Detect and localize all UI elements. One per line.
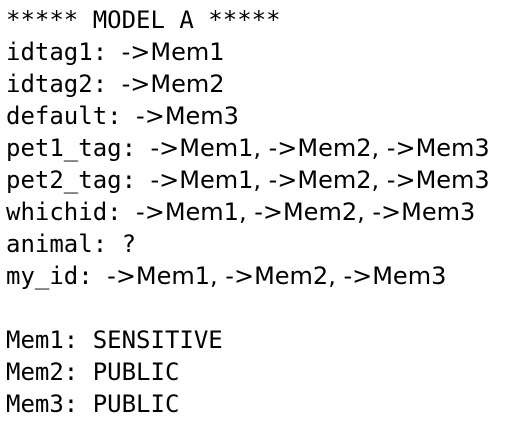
binding-line-pet2-tag: pet2_tag: ->Mem1, ->Mem2, ->Mem3 [6,164,526,196]
binding-value: ->Mem1, ->Mem2, ->Mem3 [150,134,490,162]
binding-line-animal: animal: ? [6,228,526,260]
binding-key: idtag2: [6,70,122,98]
model-document: ***** MODEL A ***** idtag1: ->Mem1 idtag… [6,4,526,420]
memory-key: Mem1: [6,326,93,354]
binding-value: ? [121,230,137,258]
binding-value: ->Mem1 [121,38,225,66]
binding-line-idtag1: idtag1: ->Mem1 [6,36,526,68]
blank-line [6,292,526,324]
binding-key: my_id: [6,262,108,290]
binding-key: pet1_tag: [6,134,151,162]
binding-value: ->Mem1, ->Mem2, ->Mem3 [107,262,447,290]
model-title: ***** MODEL A ***** [6,6,281,34]
binding-key: idtag1: [6,38,122,66]
memory-line-mem2: Mem2: PUBLIC [6,356,526,388]
memory-line-mem1: Mem1: SENSITIVE [6,324,526,356]
binding-line-whichid: whichid: ->Mem1, ->Mem2, ->Mem3 [6,196,526,228]
memory-line-mem3: Mem3: PUBLIC [6,388,526,420]
binding-value: ->Mem1, ->Mem2, ->Mem3 [150,166,490,194]
memory-key: Mem3: [6,390,93,418]
binding-value: ->Mem1, ->Mem2, ->Mem3 [136,198,476,226]
memory-value: PUBLIC [92,390,180,418]
binding-line-idtag2: idtag2: ->Mem2 [6,68,526,100]
binding-line-default: default: ->Mem3 [6,100,526,132]
binding-key: whichid: [6,198,137,226]
binding-key: default: [6,102,137,130]
binding-line-my-id: my_id: ->Mem1, ->Mem2, ->Mem3 [6,260,526,292]
memory-value: PUBLIC [92,358,180,386]
binding-key: animal: [6,230,122,258]
memory-value: SENSITIVE [92,326,223,354]
binding-line-pet1-tag: pet1_tag: ->Mem1, ->Mem2, ->Mem3 [6,132,526,164]
binding-value: ->Mem2 [121,70,225,98]
binding-value: ->Mem3 [136,102,239,130]
memory-key: Mem2: [6,358,93,386]
binding-key: pet2_tag: [6,166,151,194]
